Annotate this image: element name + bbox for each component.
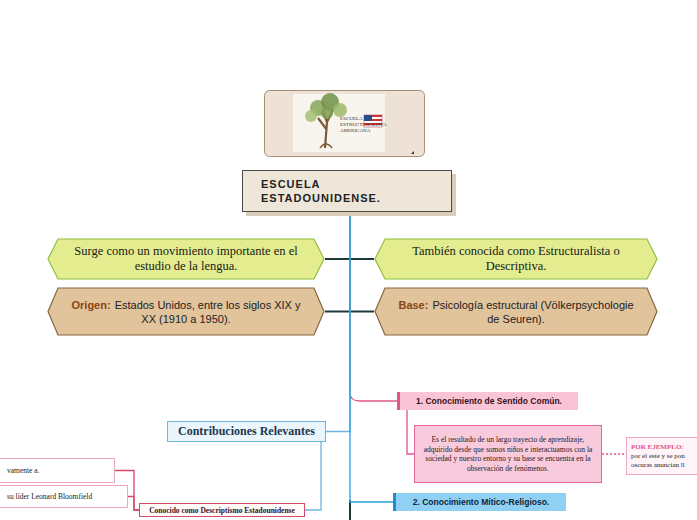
text-wrap: POR EJEMPLO:por el este y se pon oscuras… (631, 443, 695, 470)
node-text: También conocida como Estructuralista o … (412, 244, 619, 273)
node-text: Conocido como Descriptismo Estadounidens… (149, 506, 295, 515)
text-wrap: Base: Psicología estructural (Völkerpsych… (398, 298, 634, 326)
text-wrap: vamente a. (7, 466, 39, 476)
branch-topic: Contribuciones Relevantes (167, 421, 326, 442)
text-wrap: Origen: Estados Unidos, entre los siglos … (71, 298, 301, 326)
text-wrap: También conocida como Estructuralista o … (398, 244, 634, 274)
topic-hexagon: Surge como un movimiento importante en e… (47, 238, 325, 280)
leaf-box: vamente a. (0, 458, 115, 483)
node-text: ESCUELA ESTADOUNIDENSE. (261, 178, 381, 204)
hexagon-outline (374, 287, 658, 336)
connector (305, 442, 321, 510)
hexagon-shape (48, 288, 324, 335)
hexagon-outline (47, 287, 325, 336)
connector (128, 497, 139, 511)
topic-hexagon: También conocida como Estructuralista o … (374, 238, 658, 280)
connector (602, 453, 626, 454)
leaf-box: su líder Leonard Bloomfield (0, 485, 128, 508)
text-wrap: Surge como un movimiento importante en e… (71, 244, 301, 274)
text-wrap: Es el resultado de un largo trayecto de … (421, 435, 595, 473)
node-text: Es el resultado de un largo trayecto de … (424, 435, 593, 473)
note-box: Es el resultado de un largo trayecto de … (414, 425, 602, 483)
topic-hexagon: Base: Psicología estructural (Völkerpsych… (374, 287, 658, 336)
text-wrap: ESCUELA ESTADOUNIDENSE. (261, 177, 391, 205)
node-text: Surge como un movimiento importante en e… (74, 244, 297, 273)
example-box: POR EJEMPLO:por el este y se pon oscuras… (626, 437, 697, 475)
connector (350, 212, 374, 259)
node-text: Estados Unidos, entre los siglos XIX y X… (115, 299, 301, 325)
topic-hexagon: Origen: Estados Unidos, entre los siglos … (47, 287, 325, 336)
corner-mark (411, 151, 414, 154)
node-text: por el este y se pon oscuras anuncian ll (631, 452, 685, 469)
node-text: Contribuciones Relevantes (178, 424, 315, 438)
connector (325, 212, 350, 312)
logo-frame (265, 91, 425, 157)
logo-ground (293, 94, 385, 152)
text-wrap: su líder Leonard Bloomfield (7, 492, 92, 502)
text-heading: POR EJEMPLO: (631, 443, 691, 452)
node-text: Psicología estructural (Völkerpsychologi… (432, 299, 633, 325)
text-wrap: Contribuciones Relevantes (178, 424, 315, 439)
node-text: vamente a. (7, 466, 39, 475)
text-wrap: 2. Conocimiento Mítico-Religioso. (413, 497, 549, 507)
central-topic: ESCUELA ESTADOUNIDENSE. (242, 170, 452, 212)
trunk-line (349, 500, 351, 520)
connector (325, 212, 350, 259)
text-wrap: Conocido como Descriptismo Estadounidens… (149, 506, 295, 515)
connector (350, 212, 374, 312)
hexagon-shape (375, 288, 657, 335)
text-heading: Base: (398, 299, 428, 311)
node-text: su líder Leonard Bloomfield (7, 492, 92, 501)
subtopic-box: 2. Conocimiento Mítico-Religioso. (393, 493, 566, 511)
connector (326, 212, 350, 432)
logo-caption: ESCUELA ESTRUCTURALISTA AMERICANA (340, 116, 374, 134)
text-heading: Origen: (72, 299, 111, 311)
subtopic-box: Conocido como Descriptismo Estadounidens… (139, 503, 305, 517)
hexagon-shape (48, 239, 324, 279)
node-text: 1. Conocimiento de Sentido Común. (416, 396, 562, 406)
node-text: 2. Conocimiento Mítico-Religioso. (413, 497, 549, 507)
text-wrap: 1. Conocimiento de Sentido Común. (416, 396, 562, 406)
connector (407, 410, 414, 454)
hexagon-shape (375, 239, 657, 279)
subtopic-box: 1. Conocimiento de Sentido Común. (397, 392, 578, 410)
